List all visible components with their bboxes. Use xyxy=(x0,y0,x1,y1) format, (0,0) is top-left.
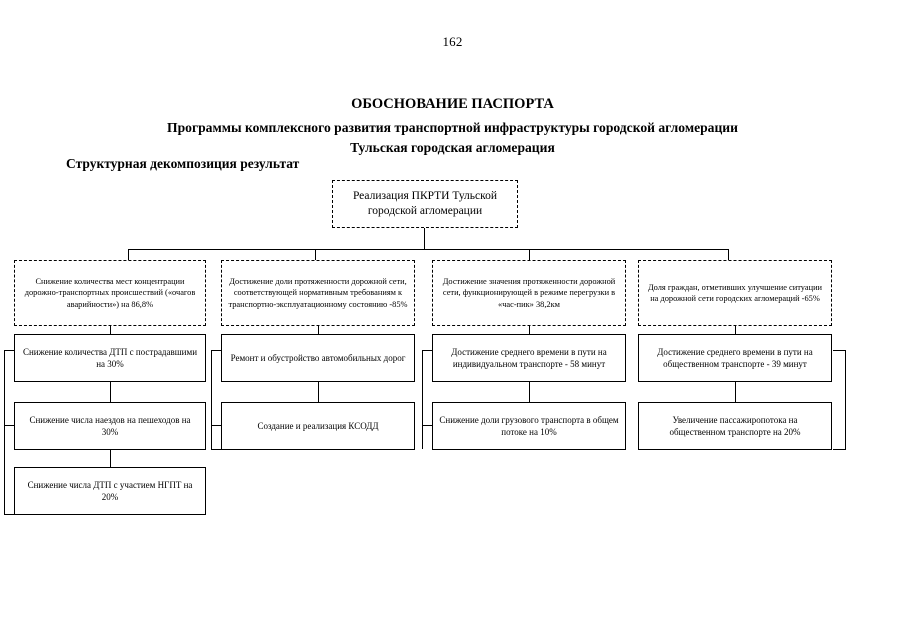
connector-column-4-rail xyxy=(845,350,846,449)
connector-column-3-drop xyxy=(529,326,530,335)
connector-column-4-drop xyxy=(735,326,736,335)
connector-root-stem xyxy=(424,228,425,250)
connector-column-2-rail-tick-3 xyxy=(211,449,222,450)
connector-column-3-rail-tick-2 xyxy=(422,425,433,426)
connector-column-3-link-1 xyxy=(529,382,530,402)
diagram-node-goal-3: Достижение значения протяженности дорожн… xyxy=(432,260,626,326)
connector-column-1-link-2 xyxy=(110,450,111,467)
diagram-node-goal-1-label: Снижение количества мест концентрации до… xyxy=(24,276,196,309)
diagram-node-c3-task-1: Достижение среднего времени в пути на ин… xyxy=(432,334,626,382)
connector-column-2-rail-tick-2 xyxy=(211,425,222,426)
diagram-node-c3-task-2-label: Снижение доли грузового транспорта в общ… xyxy=(439,414,619,438)
diagram-node-c4-task-1: Достижение среднего времени в пути на об… xyxy=(638,334,832,382)
connector-bus-drop-1 xyxy=(128,249,129,261)
connector-bus-drop-2 xyxy=(315,249,316,261)
connector-distribution-bus xyxy=(128,249,729,250)
diagram-node-c4-task-2-label: Увеличение пассажиропотока на общественн… xyxy=(669,414,801,438)
diagram-node-c2-task-2: Создание и реализация КСОДД xyxy=(221,402,415,450)
connector-column-1-rail-tick-1 xyxy=(4,350,15,351)
document-title-line-3: Тульская городская агломерация xyxy=(350,140,555,155)
connector-column-2-rail-tick-1 xyxy=(211,350,222,351)
diagram-node-c3-task-1-label: Достижение среднего времени в пути на ин… xyxy=(451,346,607,370)
diagram-node-c1-task-2: Снижение числа наездов на пешеходов на 3… xyxy=(14,402,206,450)
connector-column-2-link-1 xyxy=(318,382,319,402)
connector-column-4-link-1 xyxy=(735,382,736,402)
diagram-node-root: Реализация ПКРТИ Тульской городской агло… xyxy=(332,180,518,228)
diagram-node-goal-1: Снижение количества мест концентрации до… xyxy=(14,260,206,326)
connector-column-1-rail-tick-2 xyxy=(4,425,15,426)
diagram-node-goal-4-label: Доля граждан, отметивших улучшение ситуа… xyxy=(647,282,823,304)
diagram-node-c1-task-3: Снижение числа ДТП с участием НГПТ на 20… xyxy=(14,467,206,515)
connector-column-2-rail xyxy=(211,350,212,449)
connector-bus-drop-4 xyxy=(728,249,729,261)
diagram-node-c4-task-2: Увеличение пассажиропотока на общественн… xyxy=(638,402,832,450)
diagram-node-c2-task-2-label: Создание и реализация КСОДД xyxy=(257,420,379,431)
diagram-node-goal-3-label: Достижение значения протяженности дорожн… xyxy=(442,276,616,309)
connector-bus-drop-3 xyxy=(529,249,530,261)
connector-column-1-drop xyxy=(110,326,111,335)
connector-column-4-rail-tick-1 xyxy=(833,350,846,351)
diagram-node-goal-2-label: Достижение доли протяженности дорожной с… xyxy=(228,276,408,309)
diagram-node-c1-task-1: Снижение количества ДТП с пострадавшими … xyxy=(14,334,206,382)
connector-column-1-link-1 xyxy=(110,382,111,402)
document-title-line-2: Программы комплексного развития транспор… xyxy=(167,120,738,135)
document-title-line-1: ОБОСНОВАНИЕ ПАСПОРТА xyxy=(351,96,554,112)
diagram-node-c3-task-2: Снижение доли грузового транспорта в общ… xyxy=(432,402,626,450)
diagram-node-c2-task-1: Ремонт и обустройство автомобильных доро… xyxy=(221,334,415,382)
diagram-node-c4-task-1-label: Достижение среднего времени в пути на об… xyxy=(657,346,813,370)
connector-column-1-rail-tick-3 xyxy=(4,514,15,515)
section-title: Структурная декомпозиция результат xyxy=(66,156,300,171)
connector-column-1-rail xyxy=(4,350,5,514)
connector-column-2-drop xyxy=(318,326,319,335)
diagram-node-c1-task-2-label: Снижение числа наездов на пешеходов на 3… xyxy=(29,414,191,438)
connector-column-3-rail-tick-1 xyxy=(422,350,433,351)
diagram-node-root-label: Реализация ПКРТИ Тульской городской агло… xyxy=(352,190,498,217)
diagram-node-c1-task-3-label: Снижение числа ДТП с участием НГПТ на 20… xyxy=(27,479,193,503)
connector-column-3-rail xyxy=(422,350,423,449)
diagram-node-c2-task-1-label: Ремонт и обустройство автомобильных доро… xyxy=(230,352,406,363)
connector-column-4-rail-tick-2 xyxy=(833,449,846,450)
diagram-node-goal-4: Доля граждан, отметивших улучшение ситуа… xyxy=(638,260,832,326)
diagram-node-c1-task-1-label: Снижение количества ДТП с пострадавшими … xyxy=(22,346,198,370)
page-number: 162 xyxy=(442,34,463,49)
diagram-node-goal-2: Достижение доли протяженности дорожной с… xyxy=(221,260,415,326)
